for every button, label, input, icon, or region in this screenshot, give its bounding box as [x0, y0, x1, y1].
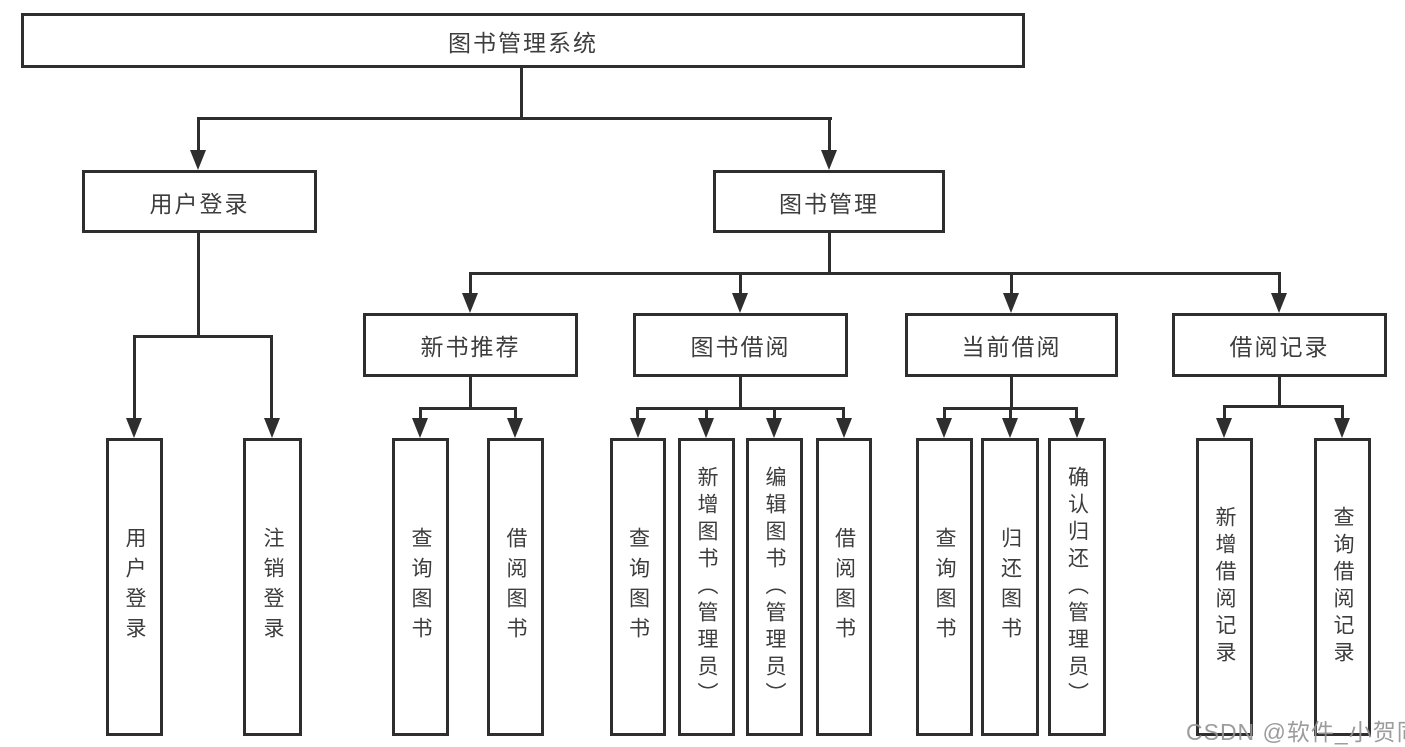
- node-label: 查询借阅记录: [1331, 506, 1354, 668]
- connector-to-cb-return: [1009, 407, 1012, 418]
- node-current-borrow: 当前借阅: [905, 313, 1118, 377]
- node-bb-edit-book-admin: 编辑图书（管理员）: [746, 438, 803, 736]
- node-cb-confirm-return-admin: 确认归还（管理员）: [1048, 438, 1106, 736]
- node-new-book-recommend: 新书推荐: [363, 313, 578, 377]
- connector-to-bb-query: [636, 407, 639, 418]
- connector-to-bb-borrow: [842, 407, 845, 418]
- connector-to-cb-confirm: [1075, 407, 1078, 418]
- arrowhead-bb-borrow: [836, 418, 852, 438]
- node-label: 当前借阅: [961, 334, 1062, 360]
- connector-to-bb-edit: [773, 407, 776, 418]
- arrowhead-logout: [264, 418, 280, 438]
- connector-to-br-add: [1223, 405, 1226, 418]
- arrowhead-login: [190, 150, 206, 170]
- arrowhead-book-borrow: [732, 293, 748, 313]
- node-br-add-record: 新增借阅记录: [1196, 438, 1253, 736]
- node-label: 用户登录: [123, 527, 146, 647]
- node-nb-query-book: 查询图书: [392, 438, 449, 736]
- connector-to-bb-add: [705, 407, 708, 418]
- arrowhead-bb-query: [630, 418, 646, 438]
- node-label: 新增图书（管理员）: [695, 465, 718, 709]
- connector-to-cb-query: [943, 407, 946, 418]
- connector-to-book-borrow: [739, 272, 742, 293]
- node-br-query-record: 查询借阅记录: [1314, 438, 1371, 736]
- connector-root-bus: [197, 117, 832, 120]
- node-label: 查询图书: [626, 527, 650, 647]
- connector-management-bus: [469, 272, 1281, 275]
- arrowhead-cb-confirm: [1069, 418, 1085, 438]
- connector-currentborrow-stem: [1010, 377, 1013, 407]
- node-label: 新增借阅记录: [1213, 506, 1236, 668]
- node-label: 图书管理: [779, 190, 879, 217]
- csdn-watermark: CSDN @软件_小贺同学: [1186, 719, 1405, 745]
- connector-to-management: [828, 117, 831, 152]
- node-label: 借阅图书: [504, 527, 527, 647]
- node-label: 查询图书: [933, 527, 956, 647]
- node-label: 借阅图书: [832, 527, 856, 647]
- node-label: 用户登录: [149, 190, 250, 217]
- node-bb-query-book: 查询图书: [610, 438, 666, 736]
- arrowhead-nb-query: [412, 418, 428, 438]
- arrowhead-current-borrow: [1003, 293, 1019, 313]
- node-label: 查询图书: [409, 527, 432, 647]
- arrowhead-management: [821, 150, 837, 170]
- connector-borrowrecord-stem: [1278, 377, 1281, 405]
- connector-newbook-stem: [469, 377, 472, 407]
- node-book-management-module: 图书管理: [713, 170, 945, 233]
- node-book-borrow: 图书借阅: [633, 313, 848, 377]
- node-cb-return-book: 归还图书: [981, 438, 1039, 736]
- node-label: 借阅记录: [1229, 334, 1330, 360]
- node-label: 图书借阅: [690, 334, 791, 360]
- connector-bookborrow-stem: [739, 377, 742, 407]
- node-label: 图书管理系统: [448, 29, 598, 56]
- node-logout-login: 注销登录: [243, 438, 302, 736]
- arrowhead-br-add: [1216, 418, 1232, 438]
- connector-login-stem: [197, 233, 200, 335]
- arrowhead-bb-edit: [766, 418, 782, 438]
- arrowhead-user-login: [126, 418, 142, 438]
- connector-login-bus: [133, 335, 273, 338]
- node-borrow-record: 借阅记录: [1172, 313, 1387, 377]
- node-bb-borrow-book: 借阅图书: [816, 438, 872, 736]
- connector-management-stem: [828, 233, 831, 272]
- connector-to-current-borrow: [1010, 272, 1013, 293]
- arrowhead-bb-add: [698, 418, 714, 438]
- arrowhead-borrow-record: [1271, 293, 1287, 313]
- node-bb-add-book-admin: 新增图书（管理员）: [678, 438, 735, 736]
- node-cb-query-book: 查询图书: [916, 438, 973, 736]
- connector-borrowrecord-bus: [1223, 405, 1344, 408]
- node-label: 新书推荐: [420, 334, 521, 360]
- connector-to-nb-borrow: [514, 407, 517, 418]
- connector-bookborrow-bus: [636, 407, 845, 410]
- connector-to-new-book: [469, 272, 472, 293]
- node-label: 归还图书: [998, 527, 1022, 647]
- node-label: 确认归还（管理员）: [1065, 465, 1089, 709]
- connector-newbook-bus: [419, 407, 517, 410]
- node-user-login: 用户登录: [106, 438, 163, 736]
- node-nb-borrow-book: 借阅图书: [487, 438, 544, 736]
- connector-to-login: [197, 117, 200, 152]
- connector-root-stem: [520, 68, 523, 117]
- connector-to-nb-query: [419, 407, 422, 418]
- arrowhead-br-query: [1334, 418, 1350, 438]
- arrowhead-cb-query: [936, 418, 952, 438]
- connector-to-borrow-record: [1278, 272, 1281, 293]
- connector-to-br-query: [1341, 405, 1344, 418]
- node-label: 注销登录: [261, 527, 284, 647]
- connector-to-user-login: [133, 335, 136, 418]
- node-label: 编辑图书（管理员）: [763, 465, 786, 709]
- connector-to-logout: [270, 335, 273, 418]
- arrowhead-cb-return: [1002, 418, 1018, 438]
- node-library-management-system: 图书管理系统: [21, 13, 1025, 68]
- node-user-login-module: 用户登录: [82, 170, 317, 233]
- arrowhead-new-book: [462, 293, 478, 313]
- arrowhead-nb-borrow: [507, 418, 523, 438]
